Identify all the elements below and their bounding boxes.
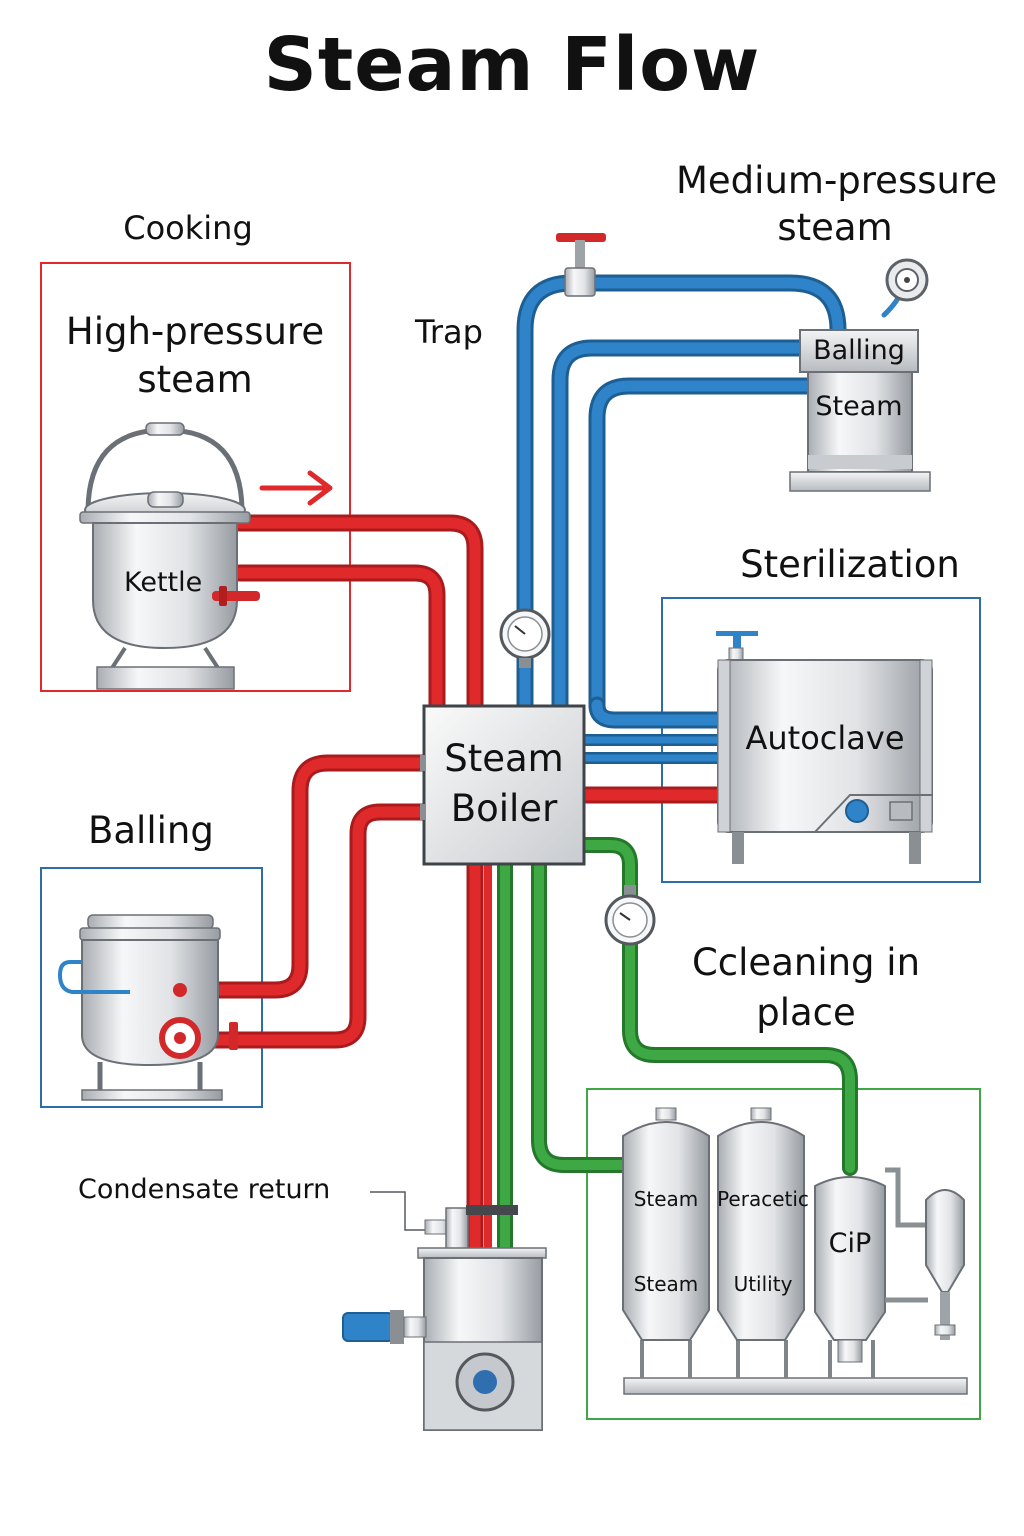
medium-pressure-unit	[789, 329, 931, 492]
high-pressure-label-1: High-pressure	[65, 310, 325, 353]
mp-unit-label-top: Balling	[813, 335, 905, 366]
pressure-gauge-icon	[604, 885, 656, 946]
mp-unit-label-bottom: Steam	[815, 391, 903, 422]
trap-label: Trap	[415, 313, 483, 351]
pump-motor-icon	[342, 1310, 427, 1344]
cleaning-label-2: place	[756, 991, 856, 1034]
condensate-return-label: Condensate return	[78, 1174, 331, 1205]
high-pressure-label-2: steam	[137, 358, 253, 401]
medium-pressure-label-1: Medium-pressure	[676, 159, 998, 202]
pressure-gauge-icon	[885, 258, 929, 302]
kettle	[79, 422, 260, 690]
tank2-label-bottom: Utility	[733, 1272, 793, 1296]
tank2-label-top: Peracetic	[717, 1187, 809, 1211]
cooking-box	[40, 262, 351, 692]
cleaning-label-1: Ccleaning in	[691, 941, 921, 984]
boiler-nozzles	[420, 755, 426, 820]
balling-kettle	[57, 914, 238, 1101]
cooking-label: Cooking	[123, 209, 253, 247]
cleaning-pipes	[497, 837, 858, 1278]
tank1-label-bottom: Steam	[633, 1272, 699, 1296]
condensate-pump	[342, 1191, 547, 1431]
cip-box	[586, 1088, 981, 1420]
medium-pressure-label-2: steam	[777, 206, 893, 249]
medium-pressure-pipes	[516, 274, 908, 764]
cip-skid	[622, 1107, 968, 1395]
boiler-label-2: Boiler	[450, 787, 558, 830]
boiler-label-1: Steam	[444, 737, 564, 780]
pressure-gauge-icon	[499, 608, 551, 668]
balling-label: Balling	[88, 809, 214, 852]
tank1-label-top: Steam	[633, 1187, 699, 1211]
autoclave	[716, 631, 933, 864]
kettle-label: Kettle	[124, 567, 203, 598]
valve-icon	[556, 233, 606, 297]
sterilization-label: Sterilization	[740, 543, 960, 586]
autoclave-label: Autoclave	[745, 719, 905, 757]
steam-boiler[interactable]	[422, 704, 586, 866]
page-title: Steam Flow	[263, 22, 761, 108]
tank3-label: CiP	[828, 1228, 872, 1259]
